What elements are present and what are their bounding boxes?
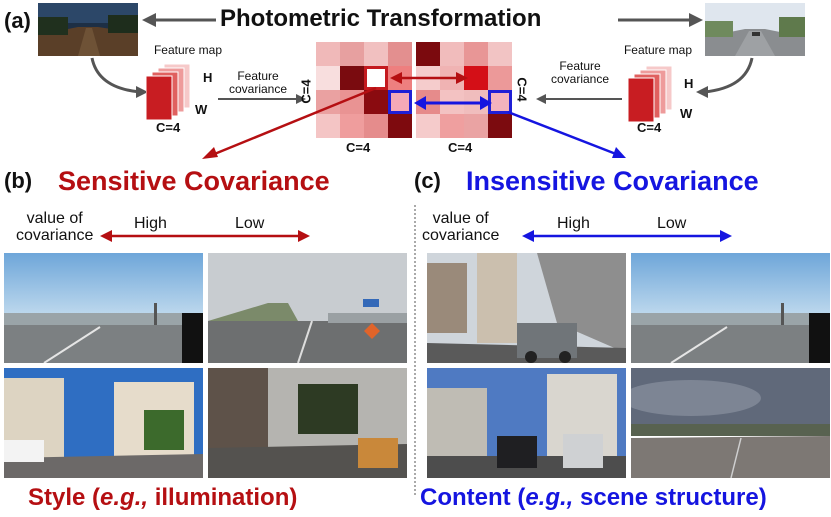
- photo-b-road-sign: [208, 253, 407, 363]
- photo-b-dark-street: [208, 368, 407, 478]
- style-caption-prefix: Style (: [28, 484, 101, 511]
- photo-c-highway: [631, 253, 830, 363]
- photo-c-city-street: [427, 253, 626, 363]
- sensitive-heading: Sensitive Covariance: [58, 166, 330, 196]
- panel-c-axis-arrow: [522, 230, 732, 242]
- thumbnail-dark-street: [38, 3, 138, 56]
- photo-c-cloudy-highway: [631, 368, 830, 478]
- panel-c-high: High: [557, 215, 590, 232]
- matrix-right-c-label: C=4: [448, 140, 473, 155]
- panel-b-low: Low: [235, 215, 265, 232]
- photo-c-suv-street: [427, 368, 626, 478]
- dim-c-right: C=4: [637, 120, 662, 135]
- photo-b-sunny-street: [4, 368, 203, 478]
- panel-b-axis-arrow: [100, 230, 310, 242]
- feature-cov-right-label: Feature covariance: [550, 59, 610, 86]
- dim-w-right: W: [680, 106, 693, 121]
- dim-c-left: C=4: [156, 120, 181, 135]
- dim-h-left: H: [203, 70, 213, 85]
- panel-b-label: (b): [4, 168, 33, 193]
- content-caption-prefix: Content (: [420, 484, 526, 511]
- panel-a-label: (a): [4, 8, 31, 33]
- content-caption-eg: e.g.,: [525, 484, 574, 511]
- matrix-left-c-label: C=4: [346, 140, 371, 155]
- feature-map-right-icon: [628, 65, 673, 123]
- panel-a-title: Photometric Transformation: [220, 5, 542, 32]
- panel-b-high: High: [134, 215, 167, 232]
- feature-map-right-label: Feature map: [623, 43, 693, 57]
- dim-h-right: H: [684, 76, 694, 91]
- content-caption: Content (e.g., scene structure): [420, 484, 767, 512]
- style-caption-suffix: illumination): [148, 484, 298, 511]
- feature-map-left-icon: [146, 63, 191, 121]
- panel-b-axis-label: value of covariance: [16, 210, 94, 244]
- panel-c-low: Low: [657, 215, 687, 232]
- photo-b-highway: [4, 253, 203, 363]
- thumbnail-bright-street: [705, 3, 805, 56]
- style-caption: Style (e.g., illumination): [28, 484, 297, 512]
- comparison-arrows: [202, 72, 626, 159]
- feature-map-left-label: Feature map: [153, 43, 223, 57]
- panel-divider: [414, 205, 416, 495]
- panel-c-label: (c): [414, 168, 441, 193]
- panel-c-axis-label: value of covariance: [422, 210, 500, 244]
- curved-arrows: [90, 57, 754, 104]
- covariance-matrix-left: [316, 42, 412, 138]
- dim-w-left: W: [195, 102, 208, 117]
- title-arrows: [142, 13, 703, 27]
- content-caption-suffix: scene structure): [573, 484, 767, 511]
- insensitive-heading: Insensitive Covariance: [466, 166, 759, 196]
- style-caption-eg: e.g.,: [100, 484, 149, 511]
- feature-cov-left-label: Feature covariance: [228, 69, 288, 96]
